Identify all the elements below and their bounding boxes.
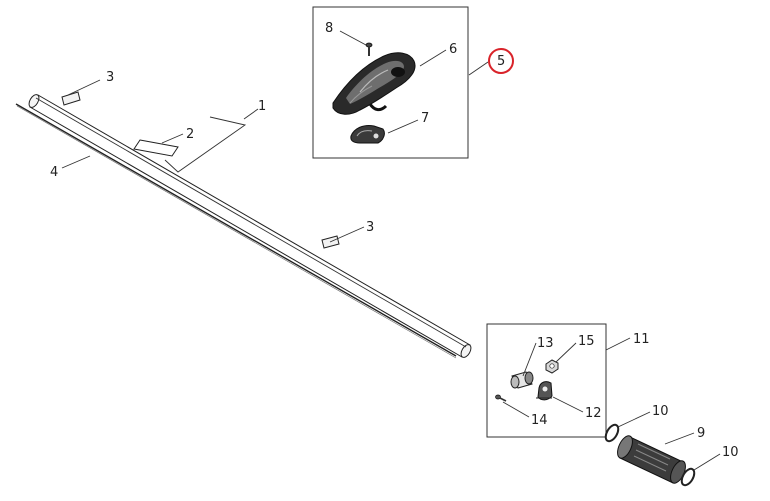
label-part-3-lower: 3: [366, 220, 374, 235]
label-part-10-upper: 10: [652, 404, 669, 419]
label-part-11: 11: [633, 332, 650, 347]
clamp-piece: [350, 125, 385, 144]
small-screw: [495, 394, 507, 402]
hex-nut: [545, 359, 559, 374]
label-part-2: 2: [186, 127, 194, 142]
decal-top: [61, 91, 81, 106]
label-part-8: 8: [325, 21, 333, 36]
leader-lines: [61, 30, 721, 471]
highlight-circle: [488, 48, 514, 74]
label-part-1: 1: [258, 99, 266, 114]
shaft-tube: [28, 94, 472, 358]
hand-grip: [617, 435, 686, 484]
label-part-6: 6: [449, 42, 457, 57]
label-part-9: 9: [697, 426, 705, 441]
hanger-assembly-box: [486, 323, 607, 438]
decal-mid: [133, 139, 179, 157]
label-part-12: 12: [585, 406, 602, 421]
handle-body: [332, 52, 416, 115]
label-part-10-lower: 10: [722, 445, 739, 460]
decal-large: [164, 116, 247, 173]
handle-assembly-box: [312, 6, 469, 159]
label-part-3-upper: 3: [106, 70, 114, 85]
label-part-7: 7: [421, 111, 429, 126]
label-part-14: 14: [531, 413, 548, 428]
hanger-bracket: [536, 381, 553, 401]
sleeve-bracket: [510, 371, 534, 389]
label-part-13: 13: [537, 336, 554, 351]
retaining-ring-upper: [604, 423, 620, 443]
label-part-5: 5: [497, 54, 505, 69]
drive-shaft: [15, 103, 457, 359]
screw: [365, 42, 373, 56]
label-part-4: 4: [50, 165, 58, 180]
label-part-15: 15: [578, 334, 595, 349]
retaining-ring-lower: [680, 467, 696, 487]
